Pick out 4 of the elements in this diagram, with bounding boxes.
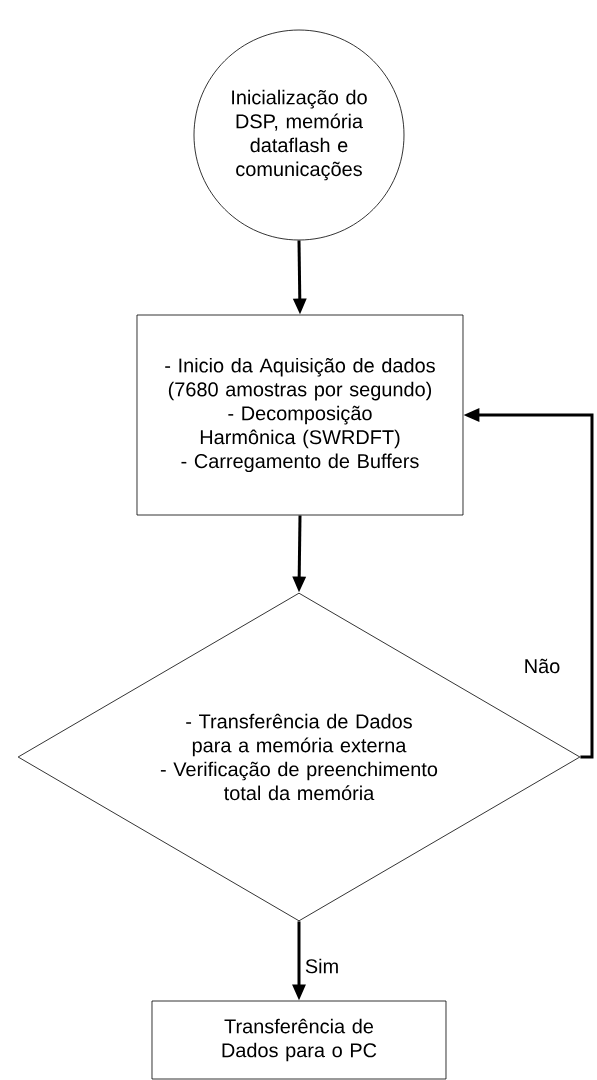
edge-label: Não [522, 657, 562, 675]
edge-label: Sim [303, 957, 341, 975]
process-box: Transferência de Dados para o PC [151, 1000, 447, 1080]
process-box: - Inicio da Aquisição de dados (7680 amostras por segundo) - Decomposição Harmônica (SWRDFT) - Carregamento de Buffers [136, 314, 464, 516]
